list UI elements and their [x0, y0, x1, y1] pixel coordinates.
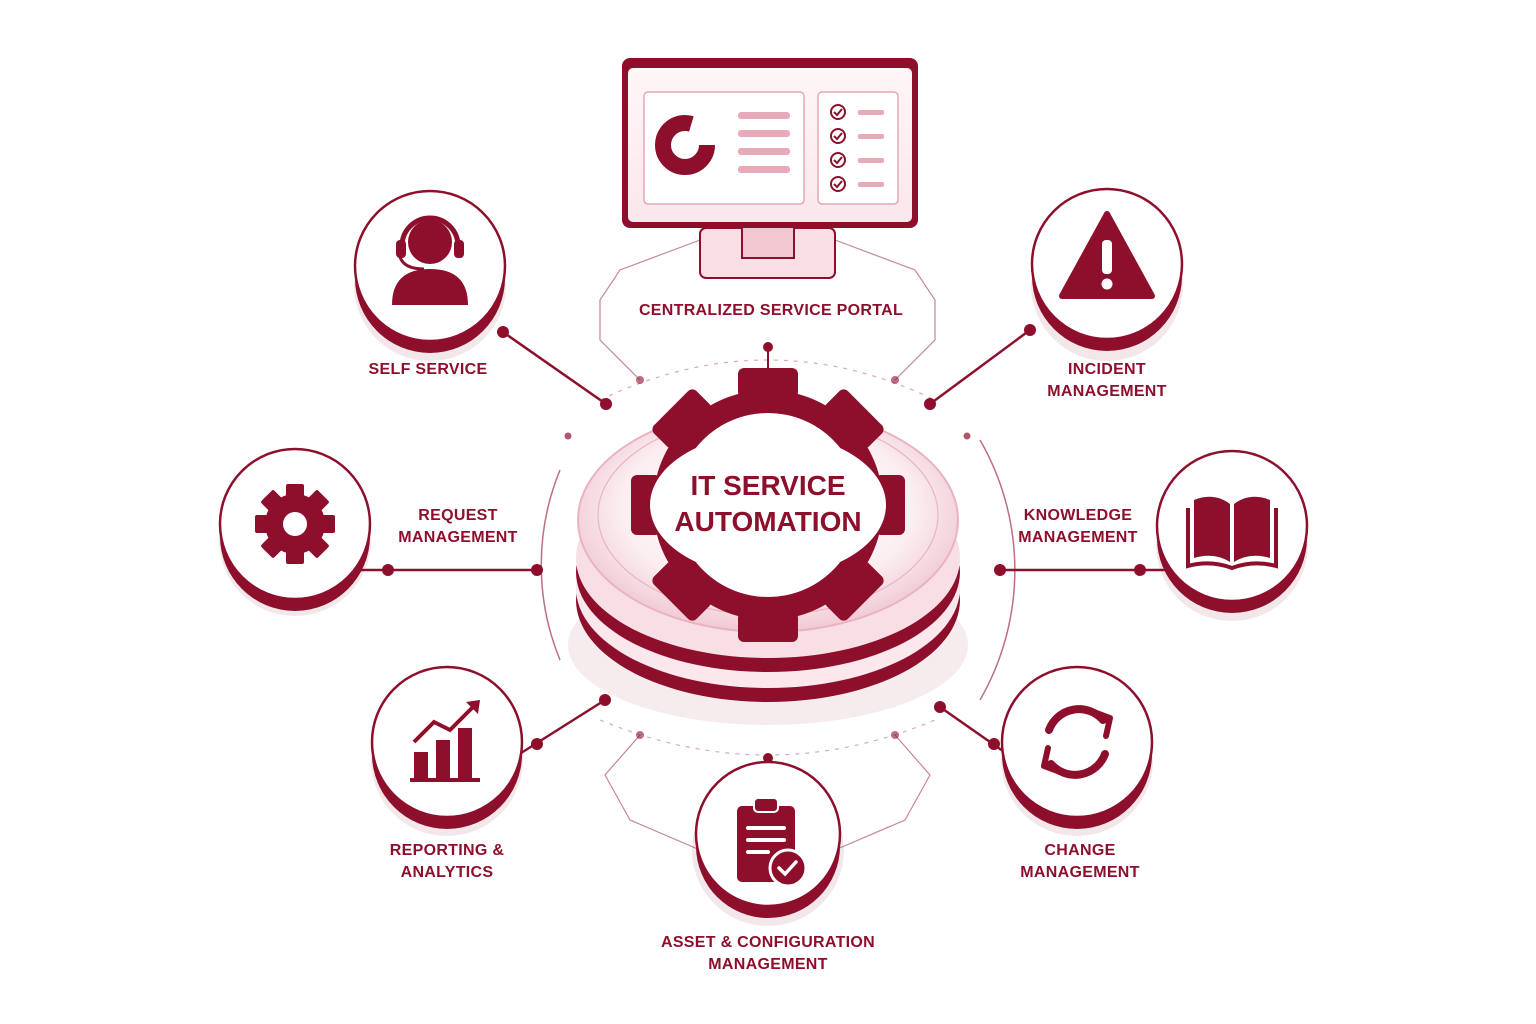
refresh-cycle-icon	[1041, 705, 1113, 779]
central-gear-icon	[631, 368, 905, 642]
open-book-icon	[1186, 496, 1278, 571]
reporting-label: REPORTING & ANALYTICS	[389, 842, 505, 881]
badge-incident[interactable]	[1030, 187, 1184, 361]
clipboard-check-icon	[737, 797, 808, 888]
orbit-arc-left	[540, 469, 561, 661]
incident-label: INCIDENT MANAGEMENT	[1047, 361, 1167, 400]
connector-portal	[599, 239, 701, 381]
badge-self-service[interactable]	[353, 189, 507, 361]
self-service-label: SELF SERVICE	[368, 361, 488, 378]
monitor-dashboard-icon	[622, 58, 918, 279]
connector-dots	[382, 324, 1146, 763]
badge-knowledge[interactable]	[1155, 449, 1309, 621]
bar-chart-trend-icon	[410, 700, 480, 782]
center-title: IT SERVICE AUTOMATION	[618, 468, 918, 540]
center-title-line2: AUTOMATION	[674, 506, 862, 537]
center-title-line1: IT SERVICE	[690, 470, 846, 501]
portal-label: CENTRALIZED SERVICE PORTAL	[638, 302, 904, 319]
connector-reporting	[509, 698, 606, 762]
gear-icon	[255, 484, 335, 564]
connector-incident	[929, 328, 1031, 406]
badge-reporting[interactable]	[370, 665, 524, 836]
connector-asset	[604, 734, 701, 851]
request-label: REQUEST MANAGEMENT	[398, 507, 518, 546]
change-label: CHANGE MANAGEMENT	[1020, 842, 1140, 881]
warning-triangle-icon	[1059, 211, 1155, 299]
asset-label: ASSET & CONFIGURATION MANAGEMENT	[660, 934, 875, 973]
headset-agent-icon	[392, 215, 468, 305]
badge-asset[interactable]	[692, 760, 844, 926]
orbit-arc-bottom	[599, 719, 936, 756]
connector-self-service	[499, 328, 607, 406]
central-hub	[568, 368, 968, 725]
badge-change[interactable]	[1000, 665, 1154, 836]
knowledge-label: KNOWLEDGE MANAGEMENT	[1018, 507, 1138, 546]
badge-request[interactable]	[218, 447, 372, 616]
